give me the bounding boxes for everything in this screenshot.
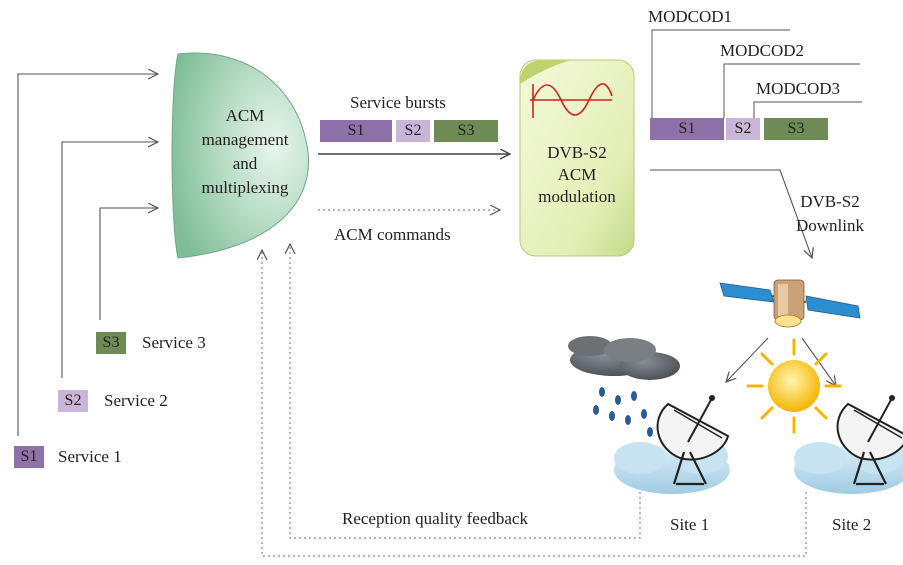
modcod3-label: MODCOD3 [756,79,841,98]
service3-label: Service 3 [142,333,206,352]
site1-dish-icon [656,395,730,486]
burst-s1: S1 [320,120,392,142]
service-feed-lines [17,74,158,436]
mux-label-line1: ACM [225,106,265,125]
feedback-label: Reception quality feedback [342,509,528,528]
output-s2: S2 [726,118,760,140]
mux-shape [171,52,310,259]
feedback-paths [262,244,807,557]
modulator-label-line1: DVB-S2 [547,143,607,162]
modcod1-label: MODCOD1 [648,7,733,26]
modcod-brackets [651,29,862,118]
service2-tag: S2 [58,390,88,412]
modulator-label-line2: ACM [557,165,597,184]
acm-commands-label: ACM commands [334,225,451,244]
waveform-icon [530,83,613,118]
service3-tag: S3 [96,332,126,354]
service1-tag: S1 [14,446,44,468]
output-s3: S3 [764,118,828,140]
site2-label: Site 2 [832,515,872,534]
modulator-corner [520,60,572,84]
site1-label: Site 1 [670,515,710,534]
modcod2-label: MODCOD2 [720,41,805,60]
site2-dish-icon [836,395,903,486]
modulator-block [519,59,635,257]
service-bursts-title: Service bursts [350,93,446,112]
modulator-label: DVB-S2 ACM modulation [520,142,634,208]
sun-icon [746,338,842,434]
satellite-icon [719,279,861,328]
service1-label: Service 1 [58,447,122,466]
downlink-label-line2: Downlink [796,216,864,235]
modulator-label-line3: modulation [538,187,616,206]
rain-cloud-icon [568,336,680,437]
beam-to-site1 [726,337,769,382]
service2-label: Service 2 [104,391,168,410]
mux-label-line2: management [201,130,289,149]
downlink-arrow [650,169,812,258]
output-s1: S1 [650,118,724,140]
burst-s2: S2 [396,120,430,142]
downlink-label-line1: DVB-S2 [800,192,860,211]
downlink-label: DVB-S2 Downlink [780,190,880,238]
mux-label-line4: multiplexing [201,178,289,197]
mux-label-line3: and [232,154,258,173]
mux-label: ACM management and multiplexing [190,104,300,200]
burst-s3: S3 [434,120,498,142]
